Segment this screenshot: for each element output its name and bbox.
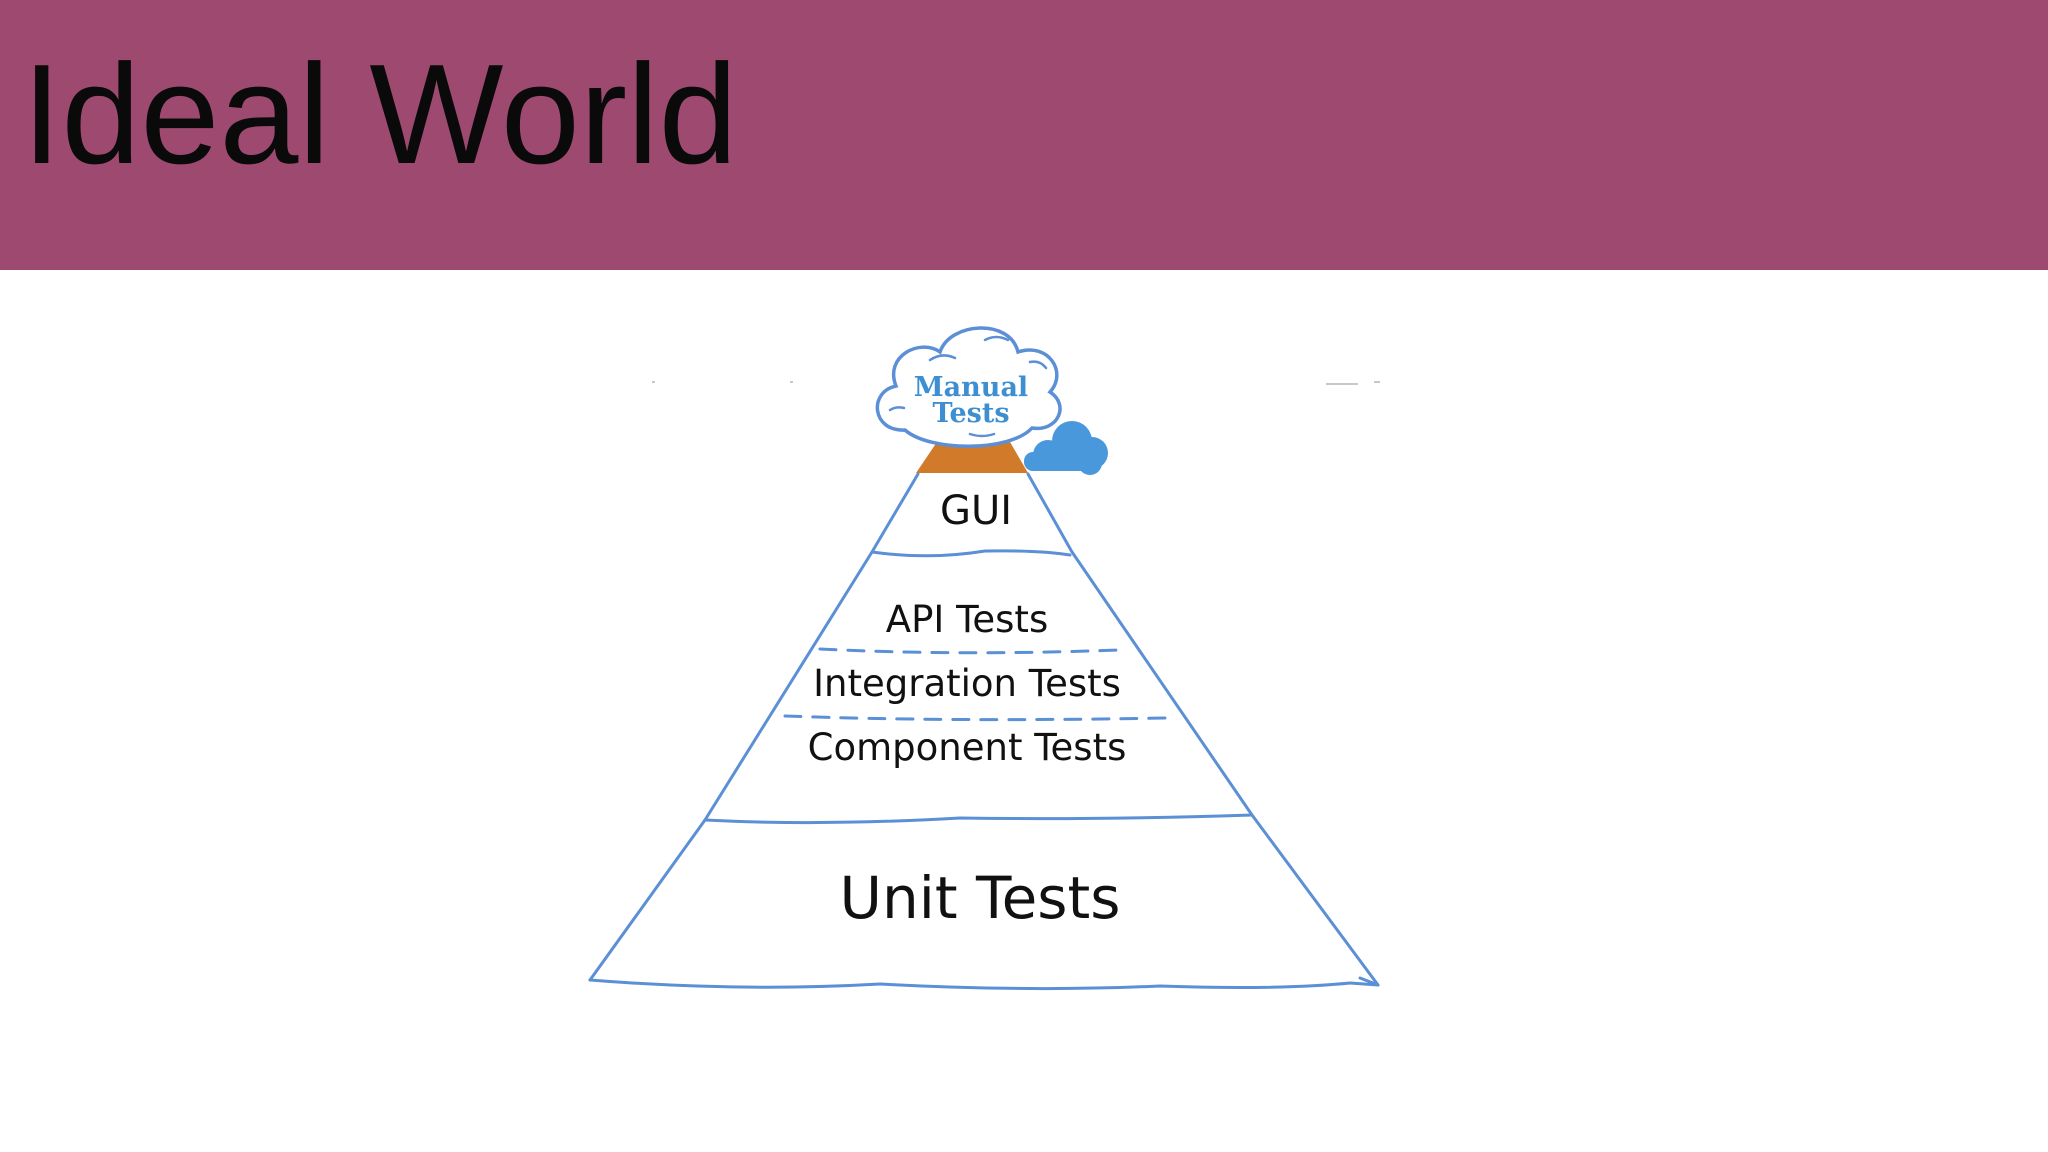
cloud-label-tests: Tests	[932, 398, 1009, 429]
pyramid-dashed-dividers	[783, 647, 1167, 722]
layer-label-component-tests: Component Tests	[808, 726, 1127, 769]
cloud-sketch-marks	[888, 335, 1048, 438]
layer-label-integration-tests: Integration Tests	[813, 662, 1121, 705]
scan-marks	[652, 381, 1380, 385]
pyramid-outline	[588, 472, 1380, 991]
title-bar: Ideal World	[0, 0, 2048, 270]
cloud-label-manual: Manual	[914, 372, 1028, 403]
small-cloud-icon	[1024, 421, 1108, 475]
layer-label-api-tests: API Tests	[886, 598, 1048, 641]
slide-title: Ideal World	[22, 35, 738, 194]
pyramid-peak	[916, 442, 1028, 473]
layer-label-gui: GUI	[940, 488, 1012, 534]
cloud-icon	[875, 326, 1062, 448]
layer-label-unit-tests: Unit Tests	[840, 864, 1121, 932]
